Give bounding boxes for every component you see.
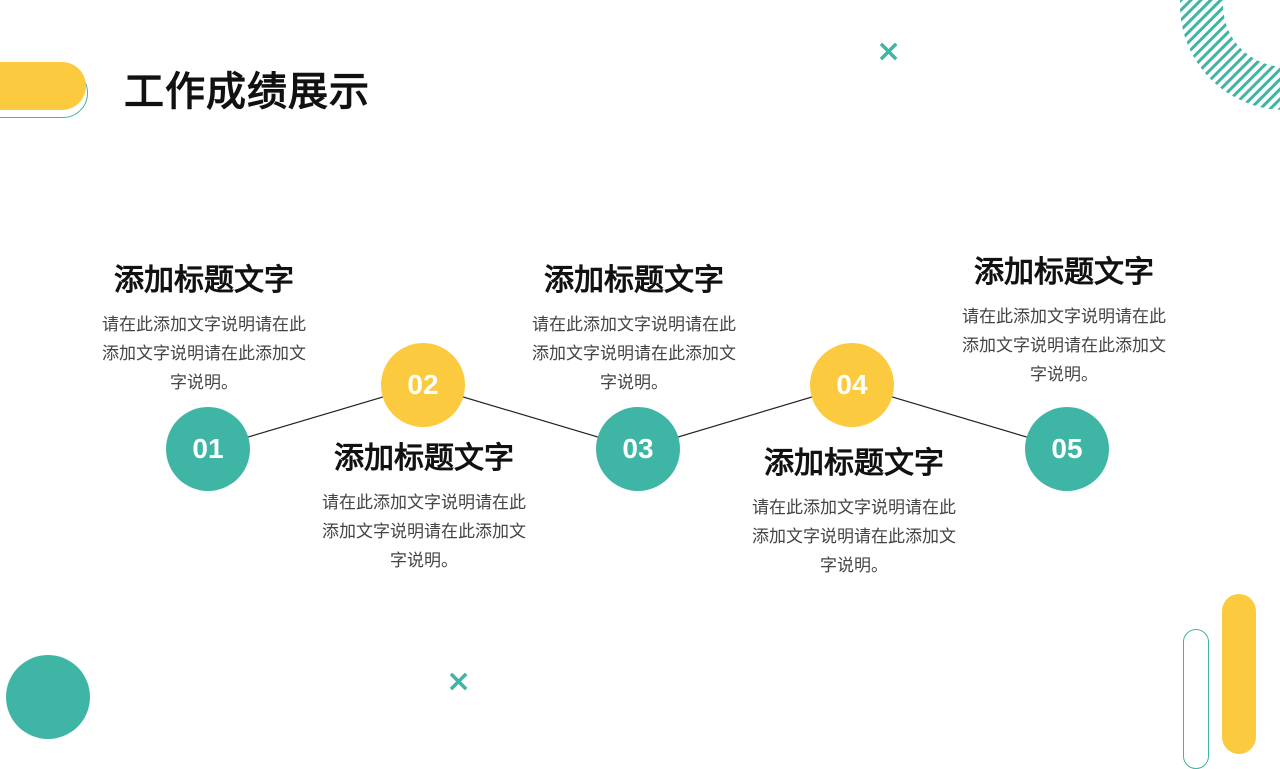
x-mark-icon: × (446, 664, 472, 699)
x-mark-icon: × (876, 34, 902, 69)
step-description: 请在此添加文字说明请在此添加文字说明请在此添加文字说明。 (532, 315, 736, 393)
step-title: 添加标题文字 (974, 255, 1154, 290)
striped-ring-decor (1180, 0, 1280, 110)
step-node-03: 03 (596, 407, 680, 491)
step-node-04: 04 (810, 343, 894, 427)
step-title: 添加标题文字 (544, 263, 724, 298)
step-node-02: 02 (381, 343, 465, 427)
step-description: 请在此添加文字说明请在此添加文字说明请在此添加文字说明。 (322, 493, 526, 571)
step-node-05: 05 (1025, 407, 1109, 491)
title-pill-accent (0, 62, 86, 110)
step-block-02: 添加标题文字 请在此添加文字说明请在此添加文字说明请在此添加文字说明。 (304, 439, 544, 576)
step-title: 添加标题文字 (764, 446, 944, 481)
step-description: 请在此添加文字说明请在此添加文字说明请在此添加文字说明。 (962, 307, 1166, 385)
step-description: 请在此添加文字说明请在此添加文字说明请在此添加文字说明。 (752, 498, 956, 576)
step-block-03: 添加标题文字 请在此添加文字说明请在此添加文字说明请在此添加文字说明。 (514, 261, 754, 398)
step-block-05: 添加标题文字 请在此添加文字说明请在此添加文字说明请在此添加文字说明。 (944, 253, 1184, 390)
page-title: 工作成绩展示 (124, 69, 370, 115)
step-description: 请在此添加文字说明请在此添加文字说明请在此添加文字说明。 (102, 315, 306, 393)
step-node-01: 01 (166, 407, 250, 491)
step-title: 添加标题文字 (334, 441, 514, 476)
step-block-01: 添加标题文字 请在此添加文字说明请在此添加文字说明请在此添加文字说明。 (84, 261, 324, 398)
step-block-04: 添加标题文字 请在此添加文字说明请在此添加文字说明请在此添加文字说明。 (734, 444, 974, 581)
step-title: 添加标题文字 (114, 263, 294, 298)
